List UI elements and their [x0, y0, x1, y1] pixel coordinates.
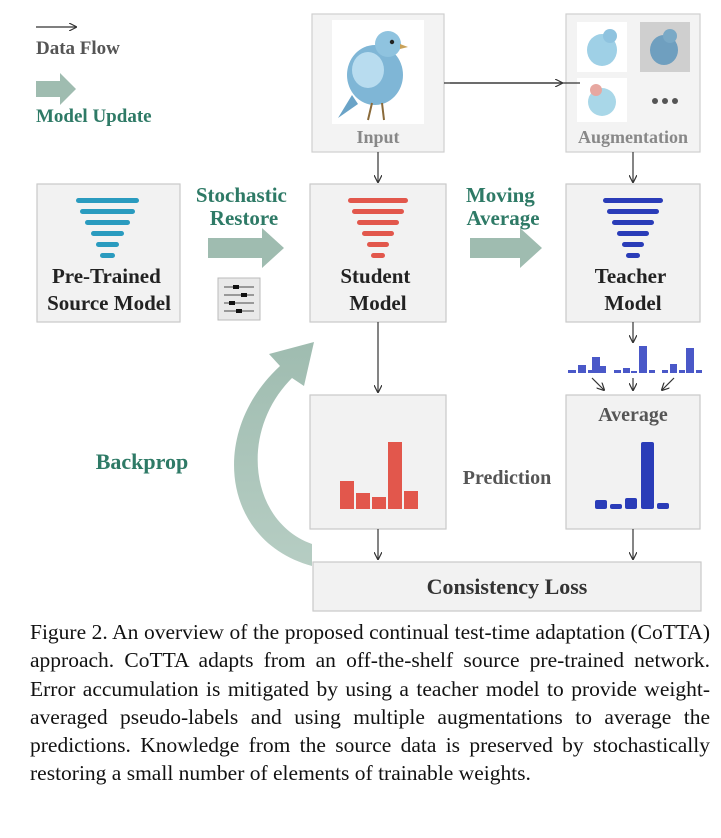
student-model-funnel-icon: [348, 198, 408, 258]
moving-average-edge: Moving Average: [466, 183, 542, 268]
student-model-label: Student Model: [340, 264, 415, 315]
backprop-edge: Backprop: [96, 342, 314, 566]
augmented-bird-image-2: [640, 22, 690, 72]
consistency-loss-node: Consistency Loss: [312, 561, 702, 612]
histogram-1-to-average-arrow: [591, 377, 604, 390]
teacher-model-funnel-icon: [603, 198, 663, 258]
average-prediction-node: Average: [565, 394, 701, 530]
cotta-diagram: Data Flow Model Update Input: [36, 13, 702, 612]
augmented-prediction-histogram-3: [662, 348, 702, 373]
data-flow-legend-label: Data Flow: [36, 38, 120, 59]
figure-caption: Figure 2. An overview of the proposed co…: [30, 620, 710, 786]
input-node: Input: [311, 13, 445, 153]
average-prediction-histogram: [595, 442, 669, 509]
moving-average-label: Moving Average: [466, 183, 540, 230]
weight-mask-icon: [217, 277, 261, 321]
more-augmentations-icon: [652, 98, 678, 104]
augmented-prediction-histogram-2: [614, 346, 655, 373]
teacher-model-label: Teacher Model: [595, 264, 671, 315]
augmentation-label: Augmentation: [578, 127, 688, 147]
stochastic-restore-label: Stochastic Restore: [196, 183, 292, 230]
legend: Data Flow Model Update: [36, 27, 152, 127]
model-update-legend-label: Model Update: [36, 106, 152, 127]
augmented-bird-image-1: [577, 22, 627, 72]
augmented-bird-image-3: [577, 78, 627, 122]
backprop-label: Backprop: [96, 449, 189, 474]
augmented-predictions: [568, 346, 702, 373]
histogram-3-to-average-arrow: [662, 377, 675, 390]
stochastic-restore-arrow: [208, 228, 284, 268]
consistency-loss-label: Consistency Loss: [427, 574, 588, 599]
backprop-arrow: [234, 342, 314, 566]
augmentation-node: Augmentation: [565, 13, 701, 153]
average-label: Average: [598, 404, 668, 426]
source-model-node: Pre-Trained Source Model: [36, 183, 181, 323]
augmented-prediction-histogram-1: [568, 357, 606, 373]
student-model-node: Student Model: [309, 183, 447, 323]
input-bird-image: [332, 20, 424, 124]
source-model-label: Pre-Trained Source Model: [47, 264, 171, 315]
prediction-label: Prediction: [463, 467, 552, 489]
moving-average-arrow: [470, 228, 542, 268]
student-prediction-histogram: [340, 442, 418, 509]
stochastic-restore-edge: Stochastic Restore: [196, 183, 292, 321]
student-prediction-node: [309, 394, 447, 530]
teacher-model-node: Teacher Model: [565, 183, 701, 323]
model-update-legend-arrow: [36, 73, 76, 105]
input-label: Input: [356, 127, 399, 147]
source-model-funnel-icon: [76, 198, 139, 258]
